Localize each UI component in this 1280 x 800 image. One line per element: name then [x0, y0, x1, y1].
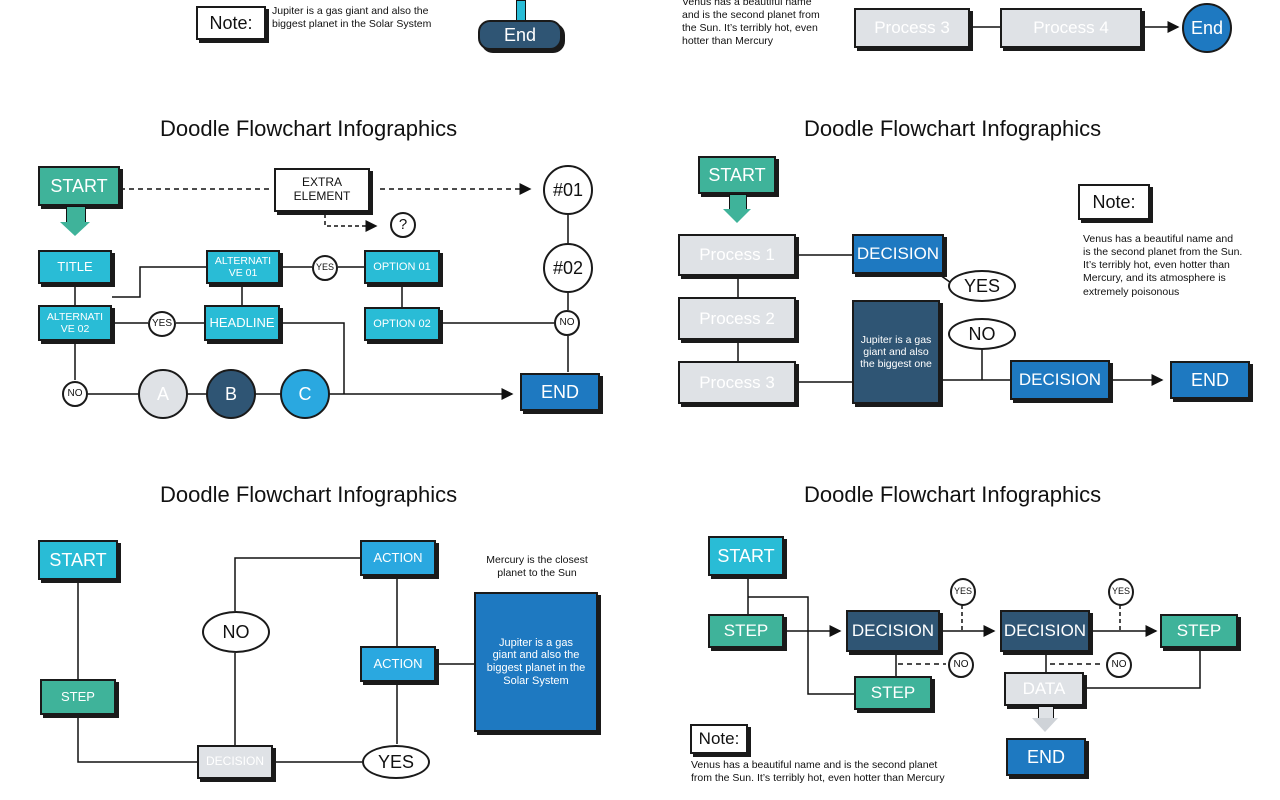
- s4-no-2: NO: [1106, 652, 1132, 678]
- s4-data: DATA: [1004, 672, 1084, 706]
- s1-no-right: NO: [554, 310, 580, 336]
- s1-alternative-02: ALTERNATI VE 02: [38, 305, 112, 341]
- s2-decision-2: DECISION: [1010, 360, 1110, 400]
- s1-start: START: [38, 166, 120, 206]
- s4-yes-1: YES: [950, 578, 976, 606]
- s3-no: NO: [202, 611, 270, 653]
- s4-decision-1: DECISION: [846, 610, 940, 652]
- slide1-title: Doodle Flowchart Infographics: [160, 116, 458, 141]
- s3-decision: DECISION: [197, 745, 273, 779]
- s2-start: START: [698, 156, 776, 194]
- s1-circle-b: B: [206, 369, 256, 419]
- s2-process-2: Process 2: [678, 297, 796, 340]
- top-venus-text: Venus has a beautiful name and is the se…: [682, 0, 820, 48]
- s2-note-label: Note:: [1078, 184, 1150, 220]
- s3-start: START: [38, 540, 118, 580]
- s4-decision-2: DECISION: [1000, 610, 1090, 652]
- s3-mercury-text: Mercury is the closest planet to the Sun: [486, 554, 588, 580]
- slide3-title: Doodle Flowchart Infographics: [160, 482, 458, 507]
- s4-note-text: Venus has a beautiful name and is the se…: [691, 759, 945, 785]
- s1-circle-a: A: [138, 369, 188, 419]
- s2-process-3: Process 3: [678, 361, 796, 404]
- s4-note-label: Note:: [690, 724, 748, 754]
- s4-step-1: STEP: [708, 614, 784, 648]
- s1-option-01: OPTION 01: [364, 250, 440, 284]
- s1-no-left: NO: [62, 381, 88, 407]
- top-end-circle: End: [1182, 3, 1232, 53]
- s1-node-01: #01: [543, 165, 593, 215]
- s2-end: END: [1170, 361, 1250, 399]
- top-note-label: Note:: [196, 6, 266, 40]
- s3-yes: YES: [362, 745, 430, 779]
- s1-yes-2: YES: [148, 311, 176, 337]
- top-note-text: Jupiter is a gas giant and also the bigg…: [272, 5, 432, 31]
- top-end-arrow-icon: [516, 0, 526, 22]
- s1-circle-c: C: [280, 369, 330, 419]
- s1-headline: HEADLINE: [204, 305, 280, 341]
- s1-alternative-01: ALTERNATI VE 01: [206, 250, 280, 284]
- slide4-title: Doodle Flowchart Infographics: [804, 482, 1102, 507]
- slide2-title: Doodle Flowchart Infographics: [804, 116, 1102, 141]
- s1-title-box: TITLE: [38, 250, 112, 284]
- s4-step-3: STEP: [1160, 614, 1238, 648]
- top-process-3: Process 3: [854, 8, 970, 48]
- top-process-4: Process 4: [1000, 8, 1142, 48]
- s4-end: END: [1006, 738, 1086, 776]
- s1-start-arrow-head-icon: [60, 222, 90, 236]
- s3-step: STEP: [40, 679, 116, 715]
- s2-jupiter-box: Jupiter is a gas giant and also the bigg…: [852, 300, 940, 404]
- s2-start-arrow-head-icon: [723, 209, 751, 223]
- s4-start: START: [708, 536, 784, 576]
- s2-decision-1: DECISION: [852, 234, 944, 274]
- s1-end: END: [520, 373, 600, 411]
- top-end-node: End: [478, 20, 562, 50]
- s4-step-2: STEP: [854, 676, 932, 710]
- s2-note-text: Venus has a beautiful name and is the se…: [1083, 233, 1243, 298]
- s1-extra-element: EXTRA ELEMENT: [274, 168, 370, 212]
- s1-node-02: #02: [543, 243, 593, 293]
- s2-yes: YES: [948, 270, 1016, 302]
- s1-option-02: OPTION 02: [364, 307, 440, 341]
- s1-yes-1: YES: [312, 255, 338, 281]
- s4-yes-2: YES: [1108, 578, 1134, 606]
- s3-action-1: ACTION: [360, 540, 436, 576]
- s2-process-1: Process 1: [678, 234, 796, 276]
- s3-action-2: ACTION: [360, 646, 436, 682]
- s4-no-1: NO: [948, 652, 974, 678]
- s2-no: NO: [948, 318, 1016, 350]
- s4-data-arrow-head-icon: [1032, 718, 1058, 732]
- s1-question: ?: [390, 212, 416, 238]
- s3-jupiter-box: Jupiter is a gas giant and also the bigg…: [474, 592, 598, 732]
